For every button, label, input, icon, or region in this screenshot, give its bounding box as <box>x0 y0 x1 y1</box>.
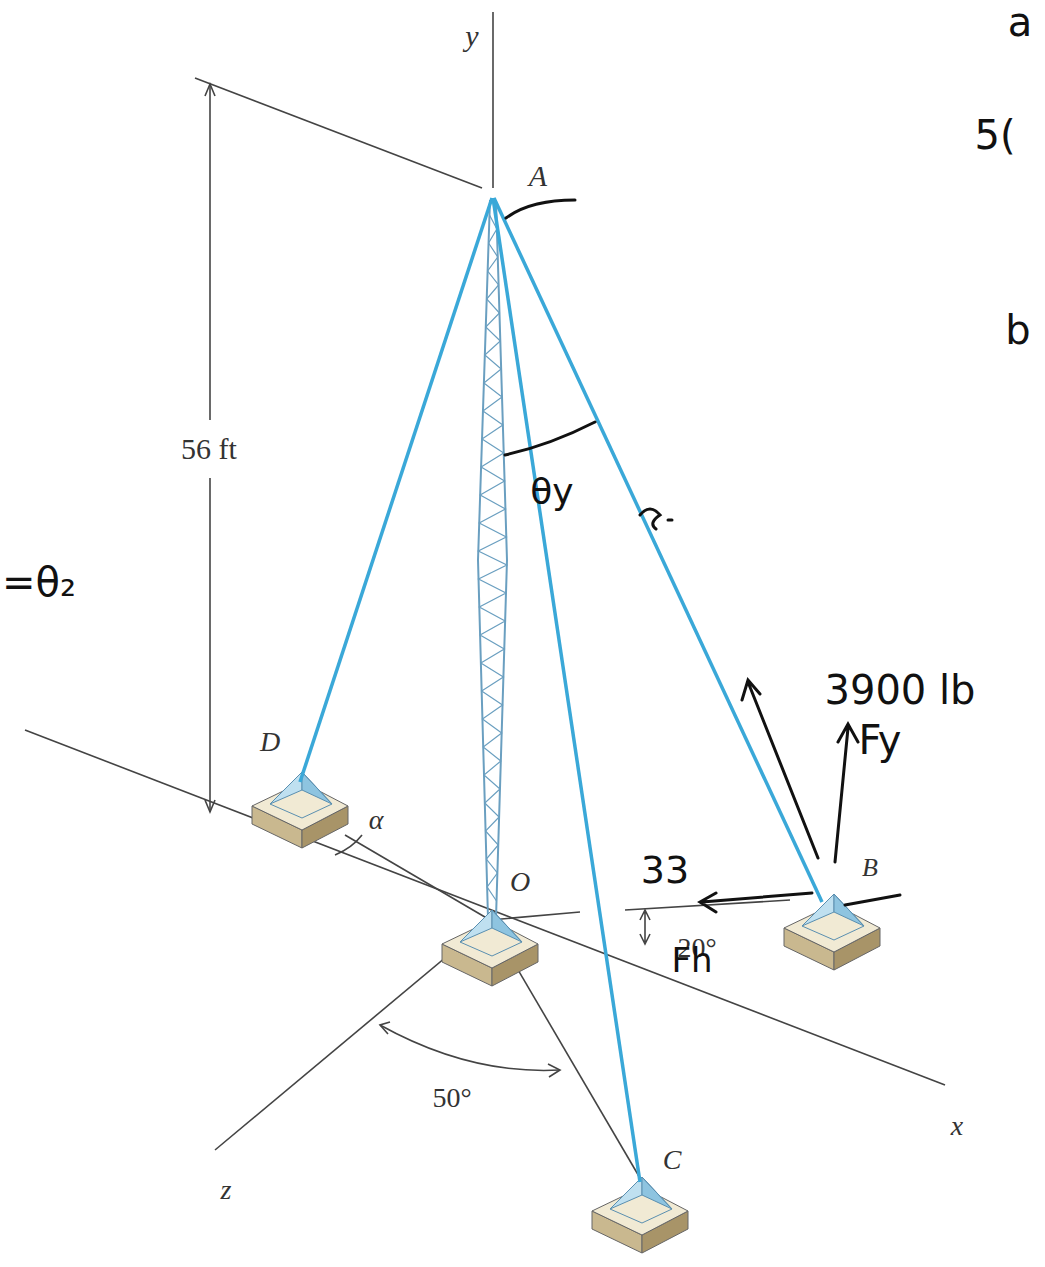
figure-label: B <box>862 855 878 881</box>
label-text: D <box>260 726 280 757</box>
angle-mark <box>640 910 650 944</box>
support-block <box>784 894 880 970</box>
tower-edge <box>478 200 490 918</box>
dimension-line <box>209 478 211 812</box>
figure-label: 33 <box>641 851 689 889</box>
support-block <box>252 772 348 848</box>
figure-label: D <box>260 728 280 756</box>
figure-label: 56 ft <box>181 434 237 464</box>
figure-label: θy <box>530 474 573 510</box>
support-block <box>592 1177 688 1253</box>
label-text: α <box>369 804 384 835</box>
tick-stroke <box>845 895 900 905</box>
label-text: C <box>663 1144 682 1175</box>
figure-label: a <box>1008 2 1033 42</box>
label-text: x <box>951 1110 963 1141</box>
cable-ad <box>300 198 492 782</box>
label-text: Fh <box>671 940 712 980</box>
support-block <box>442 910 538 986</box>
figure-label: α <box>369 806 384 834</box>
label-text: b <box>1005 307 1030 353</box>
dimension-line <box>209 84 211 420</box>
figure-label: y <box>465 21 478 51</box>
lattice-tower <box>478 200 507 918</box>
label-text: 3900 lb <box>824 667 975 713</box>
figure-label: b <box>1005 310 1030 350</box>
angle-arc <box>380 1025 560 1070</box>
cable-ac <box>493 198 640 1182</box>
tower-lattice <box>478 215 507 901</box>
label-text: O <box>510 866 530 897</box>
figure-label: Fy <box>858 720 901 760</box>
figure-label: A <box>529 161 547 191</box>
angle-stroke <box>505 422 595 455</box>
label-text: 56 ft <box>181 432 237 465</box>
force-arrow <box>835 724 858 862</box>
angle-arrow <box>548 1064 560 1077</box>
figure-label: 3900 lb <box>824 670 975 710</box>
label-text: A <box>529 159 547 192</box>
label-text: =θ₂ <box>2 559 76 605</box>
oc-line <box>490 922 640 1178</box>
label-text: 33 <box>641 848 689 892</box>
figure-label: z <box>221 1176 232 1204</box>
angle-arrow <box>380 1022 390 1034</box>
y-axis <box>492 12 494 188</box>
scribble <box>640 509 672 529</box>
force-arrow <box>700 893 812 912</box>
figure-label: 5( <box>974 115 1015 155</box>
label-text: z <box>221 1174 232 1205</box>
figure-label: 50° <box>432 1084 471 1112</box>
ob-line <box>490 912 580 920</box>
figure-label: =θ₂ <box>2 562 76 602</box>
extension-line <box>195 78 482 188</box>
label-text: B <box>862 853 878 882</box>
label-text: a <box>1008 0 1033 45</box>
label-text: 5( <box>974 112 1015 158</box>
figure-label: C <box>663 1146 682 1174</box>
angle-stroke <box>506 200 575 218</box>
od-line <box>345 835 490 920</box>
cable-ab <box>494 198 822 902</box>
force-arrow <box>742 680 818 858</box>
label-text: y <box>465 19 478 52</box>
label-text: Fy <box>858 717 901 763</box>
tower-edge <box>496 200 507 918</box>
figure-label: x <box>951 1112 963 1140</box>
dimension-arrow <box>205 800 215 812</box>
figure-label: O <box>510 868 530 896</box>
label-text: 50° <box>432 1082 471 1113</box>
figure-label: Fh <box>671 943 712 977</box>
support-blocks <box>252 772 880 1253</box>
angle-arc <box>335 835 362 855</box>
dimension-arrow <box>205 84 215 96</box>
label-text: θy <box>530 471 573 512</box>
